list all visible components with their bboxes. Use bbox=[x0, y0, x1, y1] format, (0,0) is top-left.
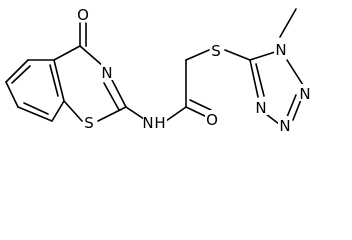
bond-benzene-4 bbox=[17, 106, 53, 122]
atom-tetrazole-n3: N bbox=[278, 116, 292, 135]
bond-c4a-c4 bbox=[53, 45, 81, 61]
bond-benzene-inner-3 bbox=[49, 64, 59, 97]
label-thiazine-n: N bbox=[101, 64, 112, 82]
bond-cco-o-b bbox=[189, 99, 212, 111]
bond-nh-cco bbox=[165, 106, 187, 122]
molecule-structure: O N S N H O S N N bbox=[5, 5, 312, 135]
bond-s-c5 bbox=[224, 49, 251, 61]
atom-tetrazole-n4: N bbox=[254, 98, 268, 117]
atom-tetrazole-n1: N bbox=[274, 40, 288, 59]
bond-n4-c5-a bbox=[249, 59, 259, 98]
label-oxo-carbonyl: O bbox=[77, 6, 89, 24]
bond-n1-methyl bbox=[279, 8, 297, 38]
bond-n2-n3-b bbox=[286, 94, 297, 118]
bond-n3-n4 bbox=[265, 113, 280, 125]
label-thiazine-s: S bbox=[84, 114, 94, 132]
label-amide-h: H bbox=[154, 114, 165, 132]
bond-n4-c5-b bbox=[255, 63, 265, 97]
label-amide-o: O bbox=[206, 111, 218, 129]
bond-n3-c2-a bbox=[110, 77, 127, 108]
label-tetrazole-n4: N bbox=[255, 99, 266, 117]
label-tetrazole-n3: N bbox=[279, 117, 290, 135]
bond-benzene-inner-2 bbox=[23, 102, 49, 115]
bond-cco-o-a bbox=[185, 106, 208, 118]
bond-n1-n2 bbox=[286, 59, 304, 86]
label-amide-n: N bbox=[142, 114, 153, 132]
bond-benzene-2 bbox=[5, 59, 29, 83]
bond-c5-n1 bbox=[249, 51, 276, 61]
label-thioether-s: S bbox=[211, 42, 221, 60]
atom-amide-nh: N H bbox=[142, 113, 167, 132]
bond-c2-s1 bbox=[97, 106, 127, 122]
bond-c4-n3 bbox=[79, 45, 104, 67]
bond-s1-c8a bbox=[63, 100, 83, 122]
atom-tetrazole-n2: N bbox=[298, 84, 312, 103]
atom-thioether-s: S bbox=[210, 41, 223, 60]
atom-oxo-carbonyl: O bbox=[76, 5, 90, 24]
label-tetrazole-n1: N bbox=[275, 41, 286, 59]
atom-thiazine-n: N bbox=[101, 63, 114, 82]
bond-benzene-inner-1 bbox=[11, 65, 31, 84]
bond-benzene-3 bbox=[5, 81, 19, 108]
bond-benzene-6 bbox=[53, 59, 65, 102]
atom-amide-o: O bbox=[205, 110, 219, 129]
bonds bbox=[5, 8, 304, 125]
atom-labels: O N S N H O S N N bbox=[76, 5, 312, 135]
atom-thiazine-s: S bbox=[83, 113, 96, 132]
bond-ch2-s bbox=[185, 49, 210, 61]
label-tetrazole-n2: N bbox=[299, 85, 310, 103]
bond-n3-c2-b bbox=[103, 82, 120, 111]
bond-benzene-5 bbox=[51, 100, 65, 122]
